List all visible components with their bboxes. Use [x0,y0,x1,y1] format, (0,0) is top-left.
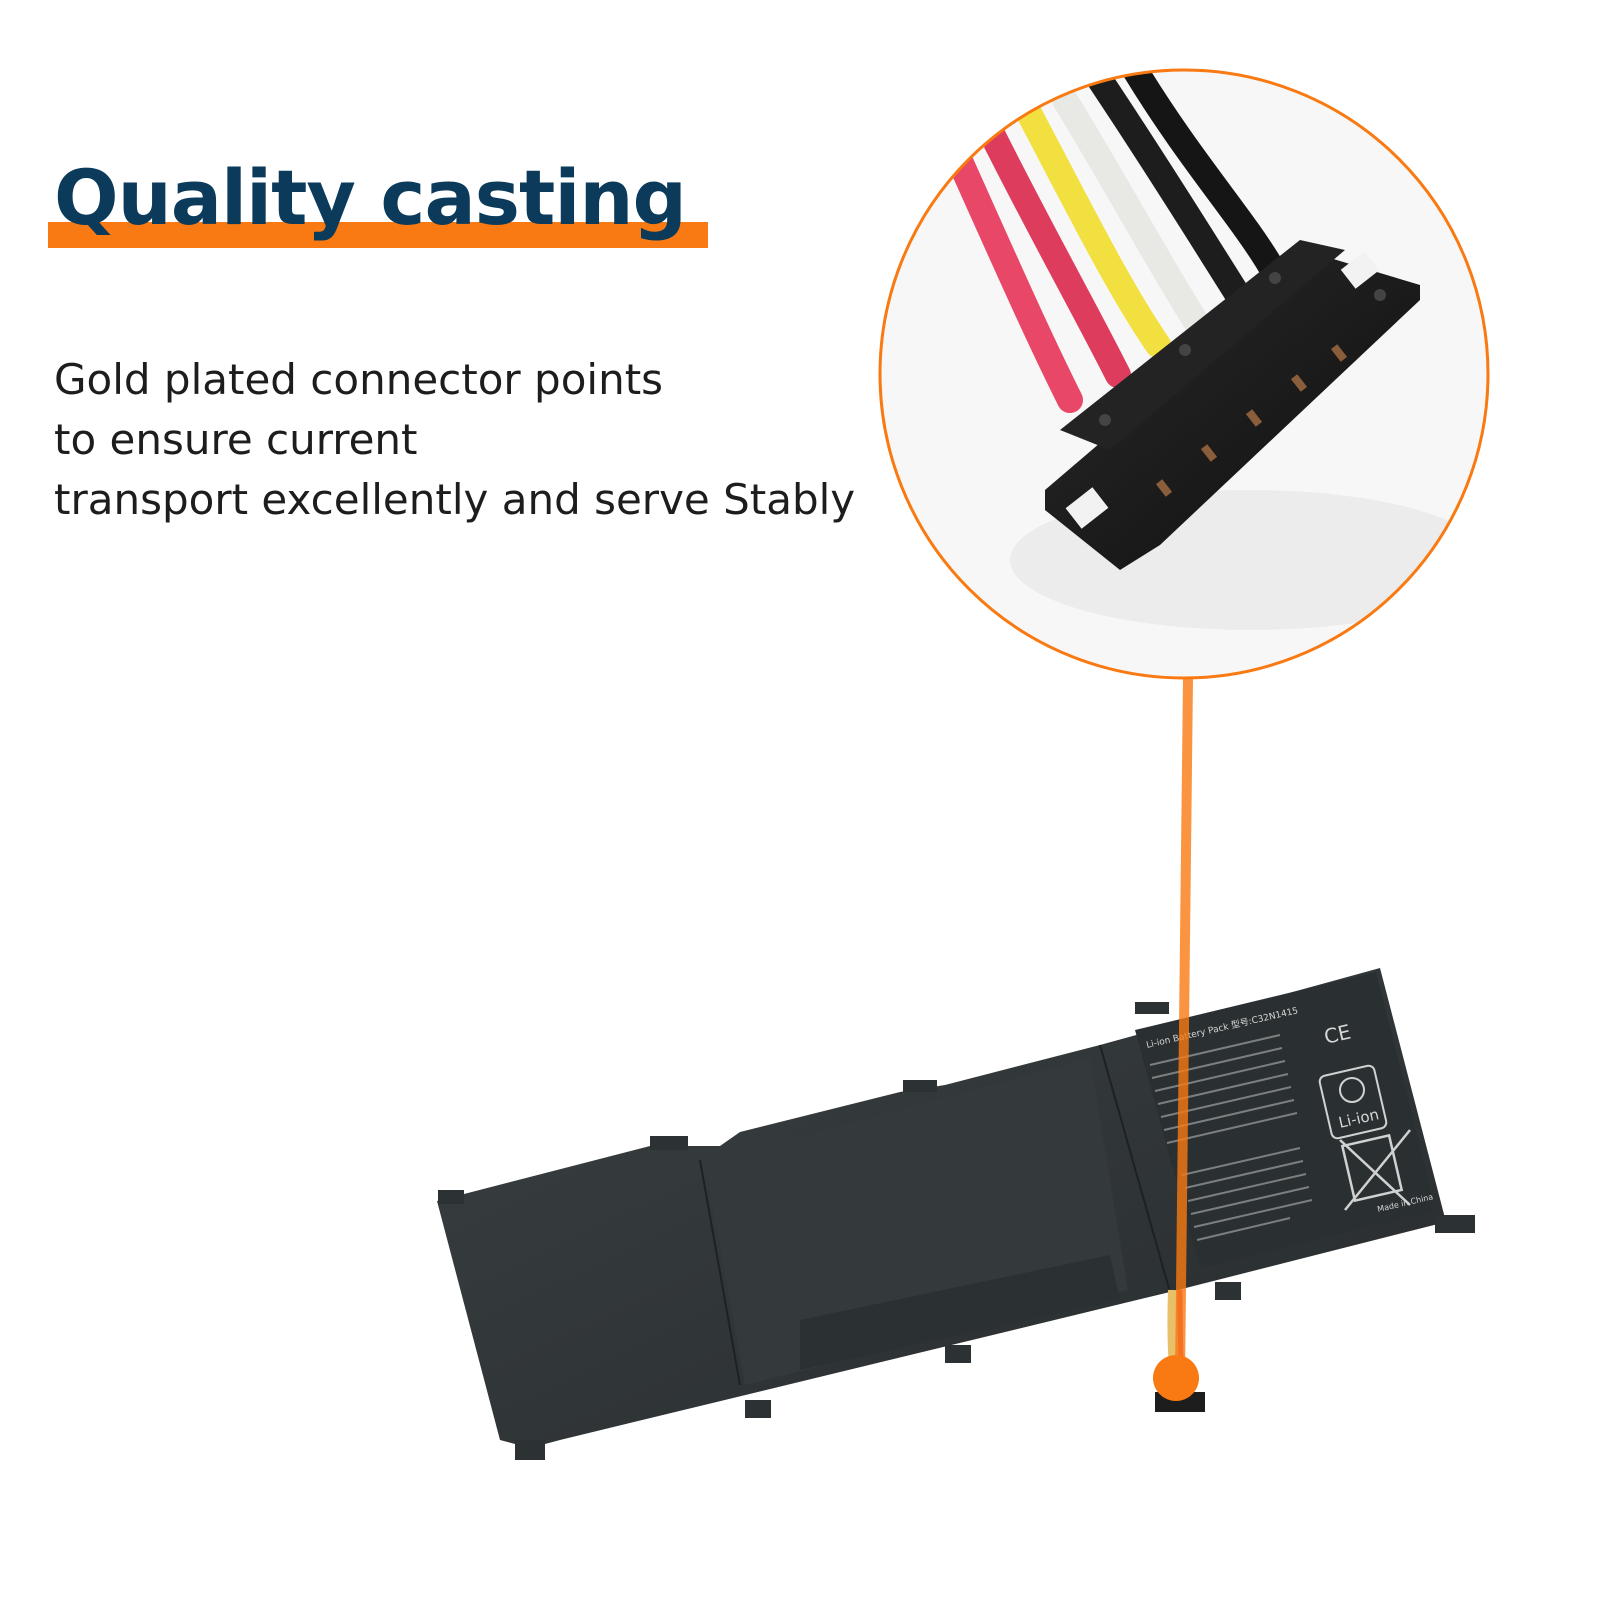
crossed-bin-icon [1339,1129,1411,1211]
headline-title: Quality casting [54,153,687,242]
connector-wires [942,70,1283,413]
description-line-3: transport excellently and serve Stably [54,475,856,524]
callout-leader [1153,677,1199,1401]
connector-housing [1045,240,1420,570]
headline-underline-bar [48,222,708,248]
battery-label: Li-ion Battery Pack 型号:C32N1415 CE Li-io… [1135,972,1436,1268]
battery-pack: Li-ion Battery Pack 型号:C32N1415 CE Li-io… [437,968,1475,1460]
description-line-1: Gold plated connector points [54,355,664,404]
description-line-2: to ensure current [54,415,418,464]
recycle-icon [1318,1064,1388,1140]
headline-block: Quality casting [48,150,708,265]
description-text: Gold plated connector points to ensure c… [54,350,894,530]
battery-label-ce: CE [1322,1020,1353,1049]
zoom-circle [878,68,1490,680]
